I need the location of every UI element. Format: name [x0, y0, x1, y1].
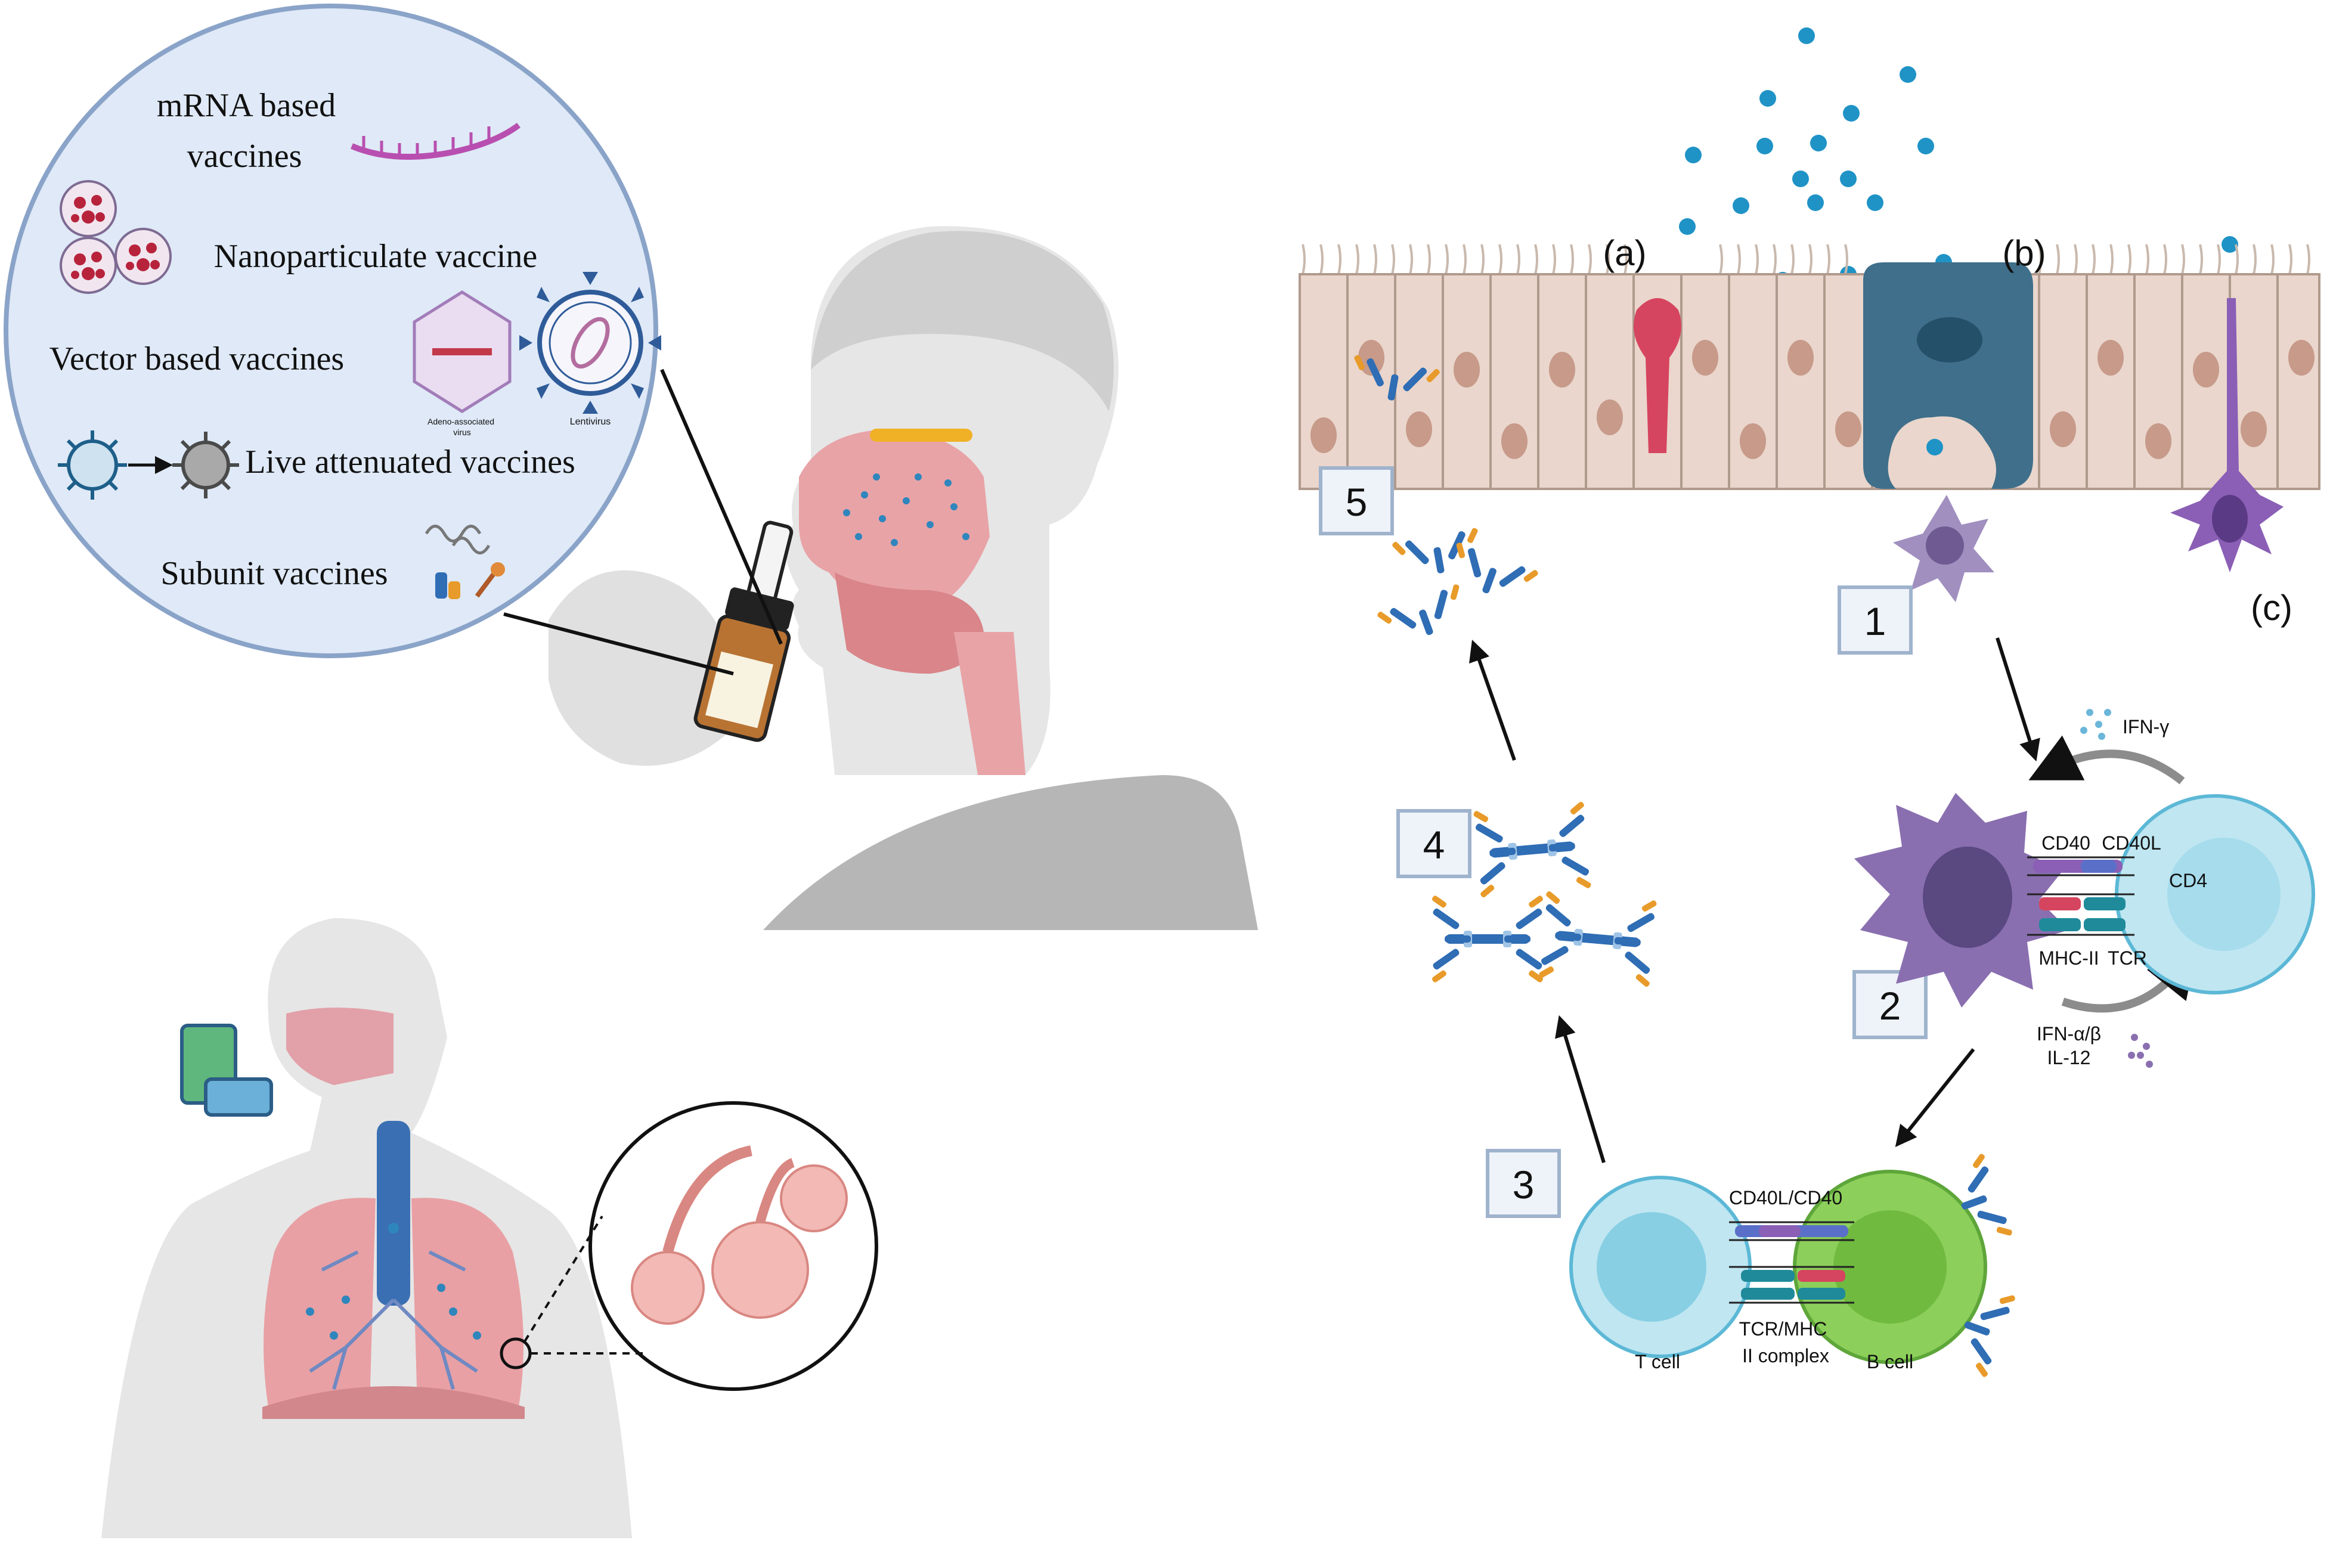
m-cell [1863, 262, 2033, 489]
cd40-cd40l-complex [2027, 856, 2134, 876]
inhaler [180, 1024, 273, 1117]
svg-text:1: 1 [1864, 599, 1886, 643]
nasal-droplets [843, 473, 969, 546]
magnifier-circle [4, 4, 658, 658]
lung-zoom-line-top [523, 1215, 603, 1343]
hair [811, 231, 1114, 411]
adeno-associated-virus-icon: Adeno-associated virus [413, 290, 512, 437]
tcr-mhc-label: TCR/MHC II complex [1739, 1318, 1832, 1366]
cd4-t-cell-nucleus [2167, 838, 2281, 951]
tcr-label: TCR [2108, 947, 2147, 969]
airborne-virus-particles [1679, 27, 2238, 289]
il12-label: IL-12 [2047, 1047, 2091, 1068]
mhc-tcr-complex [2027, 893, 2134, 936]
ifn-ab-dots [2128, 1034, 2153, 1068]
hand [549, 570, 727, 766]
goblet-cell-label-a: (a) [1603, 233, 1646, 273]
arrow-1-to-2 [1996, 637, 2040, 762]
tcr-mhc-bridge [1729, 1266, 1854, 1304]
adeno-label: Adeno-associated virus [427, 417, 497, 437]
svg-text:2: 2 [1879, 984, 1901, 1028]
cd40l-cd40-bridge [1729, 1221, 1854, 1241]
cd40l-cd40-label: CD40L/CD40 [1729, 1187, 1842, 1208]
subunit-vaccine-label: Subunit vaccines [160, 555, 388, 592]
mrna-vaccine-label: mRNA based vaccines [157, 87, 344, 175]
mucosal-epithelium: (a) (b) (c) [1299, 27, 2320, 628]
left-lung [264, 1198, 376, 1413]
nasal-cavity-section [799, 429, 990, 608]
ifn-gamma-label: IFN-γ [2123, 716, 2169, 737]
inhaled-vaccine-illustration [101, 918, 878, 1538]
diaphragm [262, 1386, 525, 1419]
svg-text:3: 3 [1513, 1163, 1535, 1207]
step-4: 4 [1396, 809, 1471, 878]
subunit-protein-icons [425, 525, 505, 599]
antigen-presentation: IFN-γ CD40 CD40L CD4 MHC-II TCR IFN-α/β … [1854, 709, 2315, 1068]
epithelial-layer [1299, 273, 2320, 490]
nanoparticulate-vaccine-label: Nanoparticulate vaccine [214, 238, 538, 275]
step-3: 3 [1486, 1149, 1561, 1218]
ifn-gamma-dots [2080, 709, 2111, 740]
lentivirus-icon: Lentivirus [519, 272, 661, 427]
pathway-arrows [1468, 637, 2040, 1163]
cilia [1302, 244, 2310, 275]
arrow-2-to-3 [1895, 1048, 1975, 1148]
goblet-cell [1634, 298, 1681, 453]
cd4-label: CD4 [2169, 870, 2207, 891]
svg-text:5: 5 [1346, 480, 1368, 524]
lung-droplets [306, 1223, 481, 1340]
dendritic-cell-nucleus [1923, 847, 2012, 948]
alveoli-clusters [631, 1145, 848, 1325]
secreted-antibodies-step5 [1375, 526, 1541, 650]
step-1: 1 [1838, 585, 1913, 655]
nasal-oral-airway [286, 1008, 394, 1085]
trachea [377, 1121, 410, 1306]
lung-zoom-marker [500, 1337, 532, 1369]
oral-cavity-section [835, 572, 984, 674]
b-cell-label: B cell [1867, 1351, 1913, 1372]
svg-text:4: 4 [1423, 823, 1445, 867]
mrna-strand-icon [351, 122, 520, 160]
arrow-4-to-5 [1468, 640, 1516, 761]
dendritic-cell-label-c: (c) [2251, 588, 2292, 628]
head-sagittal-illustration [549, 226, 1258, 930]
step-2: 2 [1852, 970, 1928, 1039]
intraepithelial-dendritic-cell [2170, 298, 2284, 572]
ifn-gamma-feedback-arrow [2028, 735, 2185, 785]
live-virus-icon [58, 430, 239, 500]
dendritic-cell-under-m-cell [1893, 495, 1994, 602]
t-cell-nucleus [1597, 1212, 1706, 1322]
mhc2-label: MHC-II [2038, 947, 2099, 969]
cd40l-label: CD40L [2102, 832, 2161, 854]
live-attenuated-vaccine-label: Live attenuated vaccines [245, 444, 575, 481]
cd40-label: CD40 [2041, 832, 2090, 854]
m-cell-label-b: (b) [2002, 233, 2046, 273]
arrow-3-to-4 [1555, 1015, 1606, 1163]
callout-line-to-nose [660, 368, 783, 645]
right-lung [411, 1198, 523, 1413]
t-cell-label: T cell [1635, 1351, 1680, 1372]
ifn-ab-label: IFN-α/β [2037, 1023, 2101, 1045]
step-5: 5 [1319, 466, 1394, 535]
epithelial-nuclei [1310, 340, 2315, 459]
trachea-esophagus [954, 632, 1025, 775]
b-cell-nucleus [1833, 1210, 1947, 1324]
callout-line-to-bottle [503, 612, 734, 675]
shoulder-shirt [763, 775, 1258, 930]
vector-vaccine-label: Vector based vaccines [49, 340, 344, 377]
mrna-bases [362, 126, 491, 157]
bronchial-tree [309, 1250, 478, 1390]
vaccine-types-magnifier: mRNA based vaccines Nanoparticulate vacc… [4, 4, 783, 675]
lentivirus-label: Lentivirus [570, 417, 611, 427]
t-b-cell-interaction: CD40L/CD40 TCR/MHC II complex T cell B c… [1569, 1151, 2018, 1380]
